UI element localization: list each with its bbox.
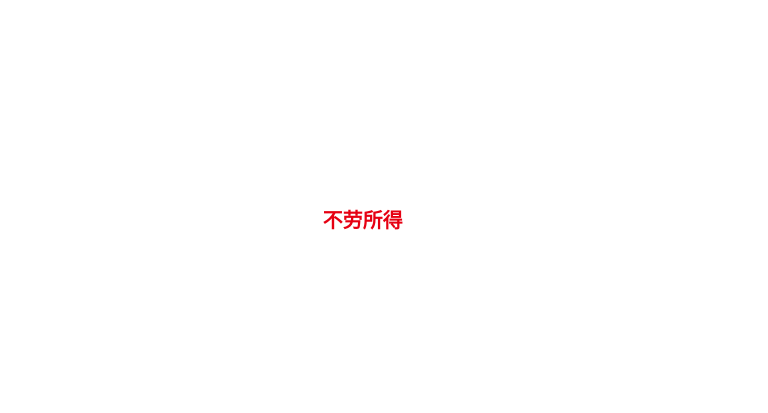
- center-title: 不劳所得: [323, 208, 403, 232]
